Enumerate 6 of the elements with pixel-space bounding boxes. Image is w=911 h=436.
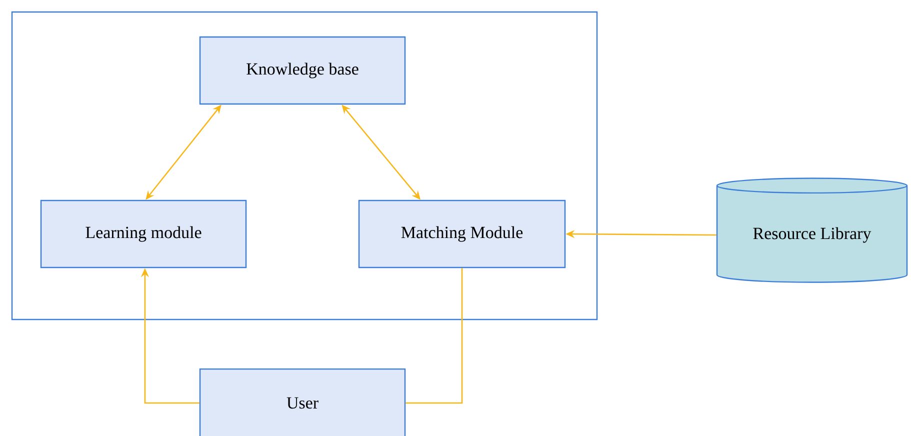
module-box: Knowledge base: [199, 36, 406, 105]
system-frame: [11, 11, 598, 320]
module-box: User: [199, 368, 406, 436]
module-box: Matching Module: [358, 200, 566, 268]
database-cylinder: Resource Library: [716, 178, 908, 283]
module-box: Learning module: [40, 200, 247, 268]
